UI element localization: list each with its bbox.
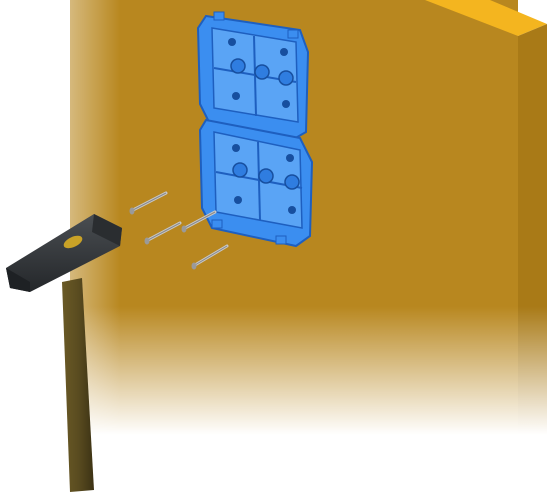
lower-bracket (200, 120, 312, 246)
